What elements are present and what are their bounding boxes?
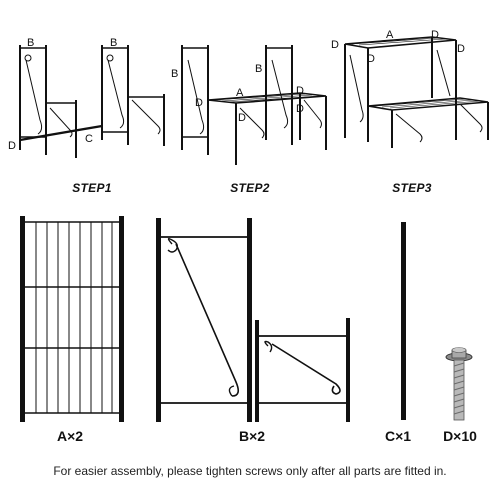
callout-d: D: [296, 85, 304, 97]
step1-label: STEP1: [72, 181, 112, 195]
callout-b: B: [27, 37, 34, 49]
callout-a: A: [236, 87, 244, 99]
callout-d: D: [457, 43, 465, 55]
callout-d: D: [331, 39, 339, 51]
part-b-side-frame: [156, 218, 350, 422]
callout-d: D: [367, 53, 375, 65]
callout-d: D: [431, 29, 439, 41]
part-b-label: B×2: [238, 428, 266, 444]
callout-c: C: [85, 133, 93, 145]
callout-d: D: [8, 140, 16, 152]
callout-d: D: [238, 112, 246, 124]
step2-label: STEP2: [230, 181, 270, 195]
callout-b: B: [171, 68, 178, 80]
part-a-shelf: [20, 216, 124, 422]
step3-label: STEP3: [392, 181, 432, 195]
part-d-screw: [445, 347, 473, 421]
assembly-note: For easier assembly, please tighten scre…: [53, 464, 447, 478]
callout-b: B: [255, 63, 262, 75]
part-d-label: D×10: [443, 428, 477, 444]
step1-illustration: [19, 45, 165, 158]
part-c-label: C×1: [384, 428, 412, 444]
part-a-label: A×2: [56, 428, 84, 444]
callout-d: D: [296, 103, 304, 115]
step2-illustration: [181, 45, 327, 165]
callout-b: B: [110, 37, 117, 49]
callout-a: A: [386, 29, 394, 41]
callout-d: D: [195, 97, 203, 109]
part-c-rod: [401, 222, 406, 420]
step3-illustration: [344, 36, 489, 148]
